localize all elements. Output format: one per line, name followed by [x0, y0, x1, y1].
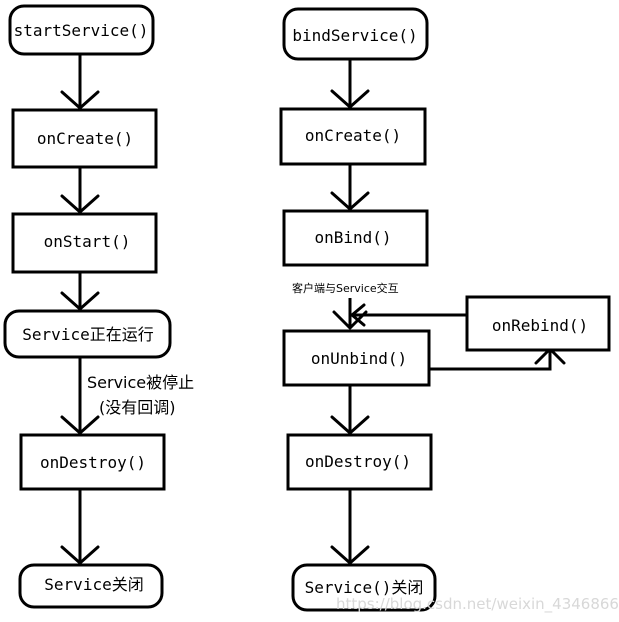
- bind-service-label: bindService(): [292, 26, 417, 45]
- on-create-label-left: onCreate(): [37, 129, 133, 148]
- start-service-node: [8, 4, 155, 56]
- arrowhead: [60, 90, 100, 110]
- on-start-node: [11, 212, 158, 274]
- on-bind-node: [282, 209, 429, 267]
- on-rebind-label: onRebind(): [492, 316, 588, 335]
- service-closed-node-right: [291, 563, 437, 612]
- service-stopped-note-line1: Service被停止: [87, 373, 194, 392]
- arrowhead: [60, 545, 100, 565]
- arrowhead: [60, 415, 100, 435]
- on-destroy-node-left: [19, 433, 166, 491]
- arrowhead: [332, 310, 368, 330]
- on-destroy-label-right: onDestroy(): [305, 452, 411, 471]
- bind-service-flow: bindService() onCreate() onBind() 客户端与Se…: [279, 7, 611, 612]
- service-stopped-note-line2: (没有回调): [99, 398, 176, 417]
- arrowhead: [330, 545, 370, 565]
- arrowhead: [330, 415, 370, 435]
- bind-service-node: [282, 7, 429, 61]
- arrowhead: [60, 291, 100, 311]
- service-running-label: Service正在运行: [22, 325, 153, 344]
- on-bind-label: onBind(): [314, 228, 391, 247]
- on-destroy-node-right: [286, 433, 433, 491]
- service-closed-label: Service关闭: [44, 575, 143, 594]
- arrowhead: [60, 194, 100, 214]
- on-rebind-node: [465, 295, 611, 352]
- on-unbind-label: onUnbind(): [311, 349, 407, 368]
- arrowhead: [350, 303, 366, 327]
- on-create-node-left: [11, 108, 158, 169]
- service-running-node: [3, 309, 172, 359]
- service-closed-node: [18, 563, 164, 609]
- service-closed-label-right: Service()关闭: [305, 578, 424, 597]
- on-create-label-right: onCreate(): [305, 126, 401, 145]
- on-unbind-node: [282, 329, 431, 387]
- start-service-flow: startService() onCreate() onStart() Serv…: [3, 4, 194, 609]
- client-interaction-label: 客户端与Service交互: [292, 281, 399, 295]
- watermark-text: https://blog.csdn.net/weixin_43468667: [336, 595, 619, 614]
- on-destroy-label-left: onDestroy(): [40, 453, 146, 472]
- on-start-label: onStart(): [44, 232, 131, 251]
- on-create-node-right: [279, 107, 427, 166]
- connector-unbind-to-rebind: [429, 351, 552, 371]
- arrowhead: [330, 89, 370, 109]
- start-service-label: startService(): [14, 21, 149, 40]
- arrowhead: [330, 191, 370, 211]
